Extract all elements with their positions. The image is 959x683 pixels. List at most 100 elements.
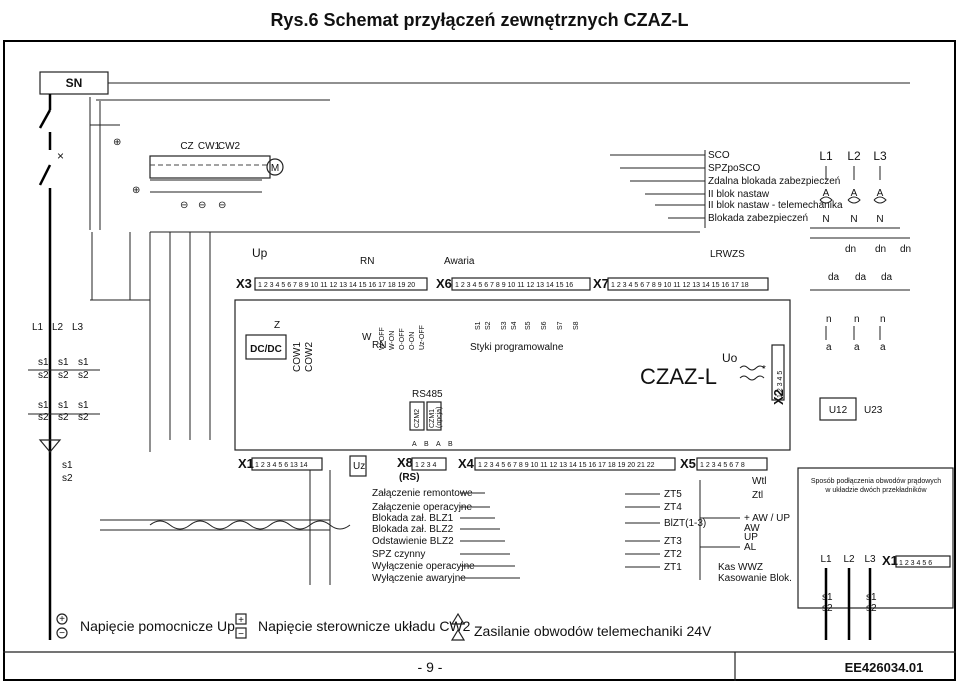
svg-text:LRW: LRW — [710, 249, 733, 260]
x6-strip — [451, 277, 591, 291]
x8-terminals: 1 2 3 4 — [415, 462, 437, 469]
x8-label: X8 — [397, 455, 413, 470]
svg-text:+: + — [238, 615, 244, 626]
x3-label: X3 — [236, 276, 252, 291]
svg-text:N: N — [876, 214, 883, 225]
svg-text:S1: S1 — [475, 321, 482, 330]
drawing-frame — [3, 40, 956, 681]
svg-text:Uo: Uo — [722, 351, 738, 365]
phase-label: L3 — [873, 149, 887, 163]
svg-text:L1: L1 — [820, 554, 832, 565]
signal-label: Blokada zabezpieczeń — [708, 213, 808, 224]
x7-terminals: 1 2 3 4 5 6 7 8 9 10 11 12 13 14 15 16 1… — [611, 282, 749, 289]
svg-text:s1: s1 — [866, 592, 877, 603]
svg-text:W: W — [362, 332, 372, 343]
signal-label: II blok nastaw - telemechanika — [708, 200, 843, 211]
svg-text:s2: s2 — [62, 473, 73, 484]
sn-label: SN — [66, 76, 83, 90]
svg-text:Odstawienie BLZ2: Odstawienie BLZ2 — [372, 536, 454, 547]
svg-text:da: da — [881, 272, 893, 283]
plus-marker: ⊕ — [132, 185, 140, 196]
minus-marker: ⊖ — [180, 200, 188, 211]
cz-cw-relay-bank: CZ CW1 CW2 M ⊕ ⊕ ⊖ ⊖ ⊖ — [89, 97, 330, 230]
svg-text:A: A — [877, 188, 884, 199]
svg-text:Z: Z — [274, 320, 280, 331]
x6-label: X6 — [436, 276, 452, 291]
x5-strip — [696, 457, 768, 471]
motor-label: M — [271, 163, 279, 174]
svg-text:AW: AW — [744, 523, 760, 534]
svg-text:s2: s2 — [866, 603, 877, 614]
legend: + − Napięcie pomocnicze Up + − Napięcie … — [56, 612, 712, 641]
svg-text:A: A — [412, 441, 417, 448]
svg-text:S8: S8 — [573, 321, 580, 330]
svg-text:dn: dn — [900, 244, 911, 255]
minus-marker: ⊖ — [218, 200, 226, 211]
x4-label: X4 — [458, 456, 475, 471]
svg-text:A: A — [823, 188, 830, 199]
svg-text:ZS: ZS — [732, 249, 745, 260]
legend-telemech: Zasilanie obwodów telemechaniki 24V — [474, 623, 712, 639]
cz-label: CZ — [180, 141, 193, 152]
upper-terminal-strips: Up RN Awaria LRW ZS X3 1 2 3 4 5 6 7 8 9… — [236, 246, 769, 291]
svg-text:s1: s1 — [62, 460, 73, 471]
svg-text:Wyłączenie operacyjne: Wyłączenie operacyjne — [372, 561, 475, 572]
svg-text:Załączenie operacyjne: Załączenie operacyjne — [372, 502, 472, 513]
svg-text:Blokada zał. BLZ1: Blokada zał. BLZ1 — [372, 513, 454, 524]
svg-text:s1: s1 — [58, 357, 69, 368]
svg-text:S5: S5 — [525, 321, 532, 330]
svg-text:−: − — [59, 628, 65, 639]
svg-text:Uz: Uz — [353, 461, 365, 472]
svg-text:ZT4: ZT4 — [664, 502, 682, 513]
svg-text:L2: L2 — [843, 554, 855, 565]
plus-triangle-icon — [450, 612, 466, 625]
remote-signal-list: SCO SPZpoSCO Zdalna blokada zabezpieczeń… — [610, 150, 843, 228]
plus-square-icon — [235, 613, 247, 625]
x7-strip — [607, 277, 769, 291]
programmable-contacts: S1 S2 S3 S4 S5 S6 S7 S8 — [475, 321, 580, 330]
svg-text:s1: s1 — [58, 400, 69, 411]
svg-text:dn: dn — [875, 244, 886, 255]
document-code: EE426034.01 — [845, 660, 924, 675]
svg-text:U23: U23 — [864, 405, 883, 416]
device-body — [234, 299, 791, 451]
svg-text:L2: L2 — [52, 322, 64, 333]
svg-text:U12: U12 — [829, 405, 848, 416]
svg-text:Załączenie remontowe: Załączenie remontowe — [372, 488, 473, 499]
svg-text:AL: AL — [744, 542, 757, 553]
svg-text:W-ON: W-ON — [389, 331, 396, 350]
svg-text:a: a — [826, 342, 832, 353]
svg-text:(RS): (RS) — [399, 472, 420, 483]
x8-strip — [411, 457, 447, 471]
svg-text:s1: s1 — [38, 400, 49, 411]
svg-text:O-ON: O-ON — [409, 332, 416, 350]
svg-text:W-OFF: W-OFF — [379, 327, 386, 350]
svg-text:Blokada zał. BLZ2: Blokada zał. BLZ2 — [372, 524, 454, 535]
legend-cw2: Napięcie sterownicze układu CW2 — [258, 618, 471, 634]
svg-text:S6: S6 — [541, 321, 548, 330]
svg-text:O-OFF: O-OFF — [399, 328, 406, 350]
svg-text:S7: S7 — [557, 321, 564, 330]
svg-text:da: da — [855, 272, 867, 283]
two-ct-connection: L1 L2 L3 X1 1 2 3 4 5 6 s1 s1 s2 s2 — [820, 553, 951, 640]
page-title: Rys.6 Schemat przyłączeń zewnętrznych CZ… — [270, 9, 689, 30]
svg-text:s2: s2 — [78, 370, 89, 381]
svg-text:UP: UP — [744, 532, 758, 543]
interconnect-wiring — [91, 231, 700, 585]
svg-text:RN: RN — [372, 340, 386, 351]
svg-text:L1: L1 — [32, 322, 44, 333]
x1-strip — [251, 457, 323, 471]
voltage-transformers: L1 L2 L3 A A A N N N dn dn dn da da da — [810, 149, 911, 291]
lower-terminal-strips: X1 1 2 3 4 5 6 13 14 Uz X8 (RS) 1 2 3 4 … — [238, 455, 768, 501]
svg-text:−: − — [238, 629, 244, 640]
svg-text:RS485: RS485 — [412, 389, 443, 400]
svg-text:da: da — [828, 272, 840, 283]
svg-text:N: N — [850, 214, 857, 225]
svg-text:Up: Up — [252, 246, 268, 260]
minus-square-icon — [235, 627, 247, 639]
svg-text:ZT3: ZT3 — [664, 536, 682, 547]
svg-text:a: a — [880, 342, 886, 353]
svg-text:L3: L3 — [72, 322, 84, 333]
side-note-line: w układzie dwóch przekładników — [824, 487, 927, 494]
